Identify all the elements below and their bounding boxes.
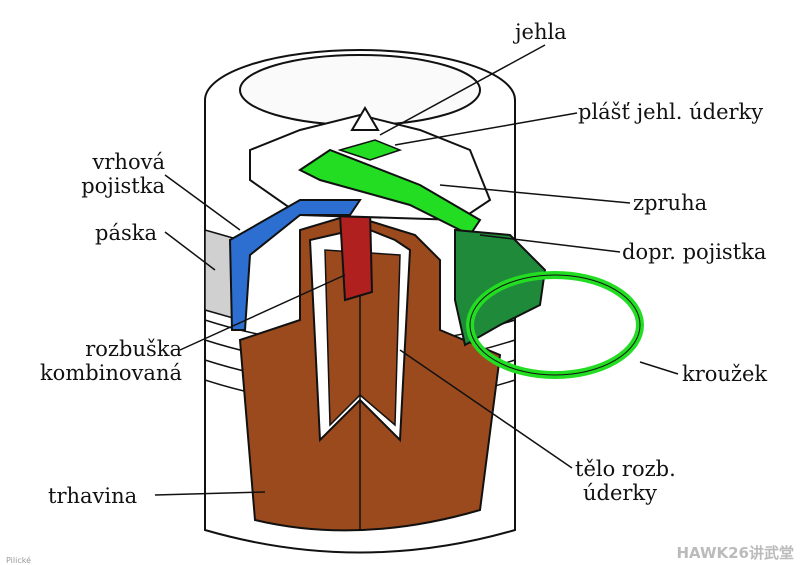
label-vrhova-pojistka: vrhová pojistka bbox=[40, 150, 165, 198]
label-jehla: jehla bbox=[515, 20, 567, 44]
needle bbox=[350, 106, 380, 131]
label-krouzek: kroužek bbox=[682, 362, 768, 386]
label-dopr-pojistka: dopr. pojistka bbox=[622, 240, 767, 264]
label-plast-jehl-uderky: plášť jehl. úderky bbox=[578, 100, 764, 124]
label-rozbuska-line2: kombinovaná bbox=[39, 361, 182, 385]
lever-arm bbox=[337, 139, 403, 161]
label-zpruha: zpruha bbox=[633, 191, 708, 215]
label-vrhova-line1: vrhová bbox=[92, 150, 165, 174]
label-telo-rozb-uderky: tělo rozb. úderky bbox=[575, 457, 676, 505]
lever bbox=[298, 148, 482, 237]
label-paska: páska bbox=[95, 221, 157, 245]
throw-pin bbox=[228, 199, 362, 331]
watermark: HAWK26讲武堂 bbox=[676, 544, 794, 562]
label-telo-line1: tělo rozb. bbox=[575, 457, 676, 481]
source-text: Pilické bbox=[6, 556, 31, 565]
label-rozbuska-kombinovana: rozbuška kombinovaná bbox=[4, 337, 182, 385]
label-trhavina: trhavina bbox=[48, 484, 138, 508]
label-telo-line2: úderky bbox=[583, 481, 658, 505]
label-rozbuska-line1: rozbuška bbox=[85, 337, 182, 361]
leader-lines bbox=[154, 44, 679, 496]
detonator bbox=[338, 208, 374, 302]
label-vrhova-line2: pojistka bbox=[81, 174, 165, 198]
